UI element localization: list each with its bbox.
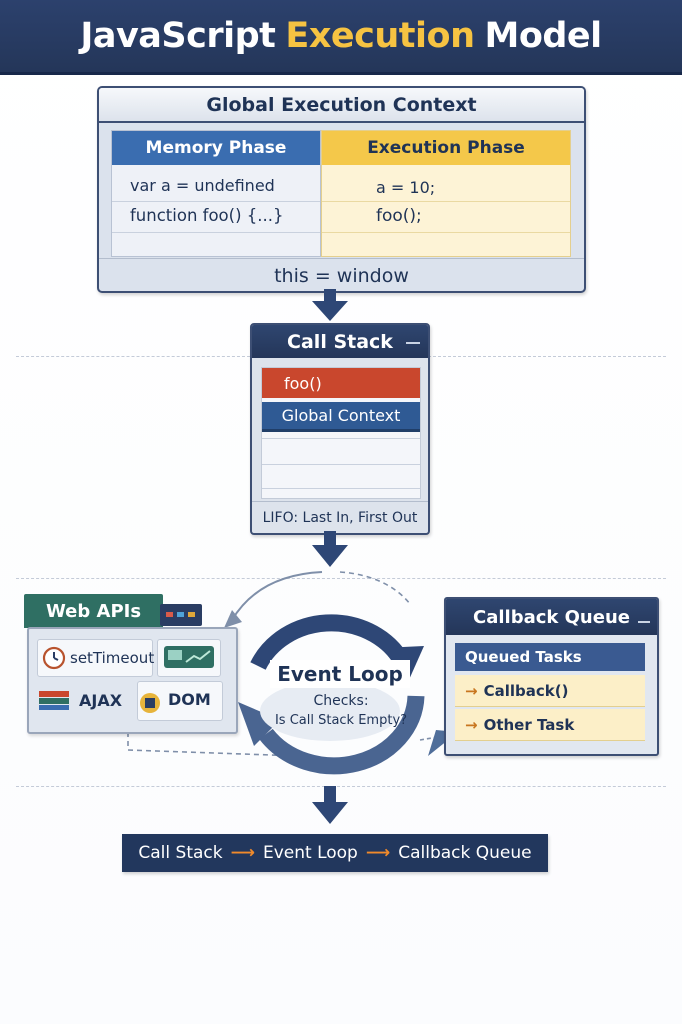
event-loop-check: Checks: Is Call Stack Empty? [266,692,416,736]
down-arrow-icon [312,531,348,567]
api-label: DOM [168,690,211,709]
control-dot [177,612,184,617]
event-loop-checks-label: Checks: [313,693,369,709]
title-part-1: JavaScript [80,16,276,56]
flow-step: Call Stack [138,843,223,863]
dom-icon [140,693,160,713]
flow-step: Event Loop [262,843,358,863]
queue-task-label: Callback() [483,681,569,700]
row-divider [112,232,320,233]
memory-line: function foo() {...} [130,206,284,225]
divider-line [16,578,666,579]
title-part-2: Execution [285,16,475,56]
stack-frame-global: Global Context [262,402,420,432]
row-divider [112,201,320,202]
minimize-icon [406,342,420,344]
call-stack-title: Call Stack [252,325,428,358]
execution-line: foo(); [376,206,422,226]
global-execution-context: Global Execution Context Memory Phase va… [97,86,586,293]
empty-slot-line [262,438,420,439]
down-arrow-icon [312,786,348,824]
call-stack-body: foo() Global Context [261,367,421,499]
chat-graph-icon [164,646,214,668]
queue-task: → Callback() [455,675,645,707]
event-loop-question: Is Call Stack Empty? [274,713,408,728]
execution-phase-label: Execution Phase [322,131,570,165]
arrow-right-icon: → [465,681,478,700]
stack-frame-foo: foo() [262,368,420,398]
page-header: JavaScript Execution Model [0,0,682,75]
empty-slot-line [262,488,420,489]
call-stack: Call Stack foo() Global Context LIFO: La… [250,323,430,535]
divider-line [428,356,666,357]
callback-queue: Callback Queue Queued Tasks → Callback()… [444,597,659,756]
web-apis-title: Web APIs [24,594,163,628]
clock-icon [42,646,66,670]
api-item-chat [157,639,221,677]
arrow-right-icon: → [465,715,478,734]
divider-line [16,786,666,787]
row-divider [322,232,570,233]
execution-flow-bar: Call Stack ⟶ Event Loop ⟶ Callback Queue [122,834,548,872]
web-apis-panel: setTimeout AJAX DOM [27,627,238,734]
memory-phase-panel: Memory Phase var a = undefined function … [111,130,321,257]
stack-icon [39,691,69,710]
api-label: AJAX [79,691,123,710]
call-stack-title-text: Call Stack [287,330,393,353]
api-item-settimeout: setTimeout [37,639,155,677]
control-dot [188,612,195,617]
execution-line: a = 10; [376,178,436,197]
title-part-3: Model [484,16,602,56]
memory-phase-label: Memory Phase [112,131,320,165]
minimize-icon [638,621,650,623]
event-loop-title: Event Loop [270,660,410,688]
api-label: setTimeout [70,649,155,667]
arrow-right-icon: ⟶ [365,843,391,863]
global-context-title: Global Execution Context [99,88,584,123]
control-dot [166,612,173,617]
execution-phase-panel: Execution Phase a = 10; foo(); [321,130,571,257]
arrow-right-icon: ⟶ [230,843,255,863]
api-item-ajax: AJAX [37,681,135,719]
empty-slot-line [262,464,420,465]
callback-queue-title: Callback Queue [446,599,657,635]
api-item-dom: DOM [137,681,223,721]
queue-task: → Other Task [455,709,645,741]
window-controls [160,604,202,626]
queued-tasks-header: Queued Tasks [455,643,645,671]
call-stack-caption: LIFO: Last In, First Out [252,501,428,533]
divider-line [16,356,250,357]
this-binding: this = window [99,258,584,291]
down-arrow-icon [312,289,348,321]
memory-line: var a = undefined [130,176,275,195]
flow-step: Callback Queue [398,843,532,863]
row-divider [322,201,570,202]
queue-task-label: Other Task [483,715,575,734]
